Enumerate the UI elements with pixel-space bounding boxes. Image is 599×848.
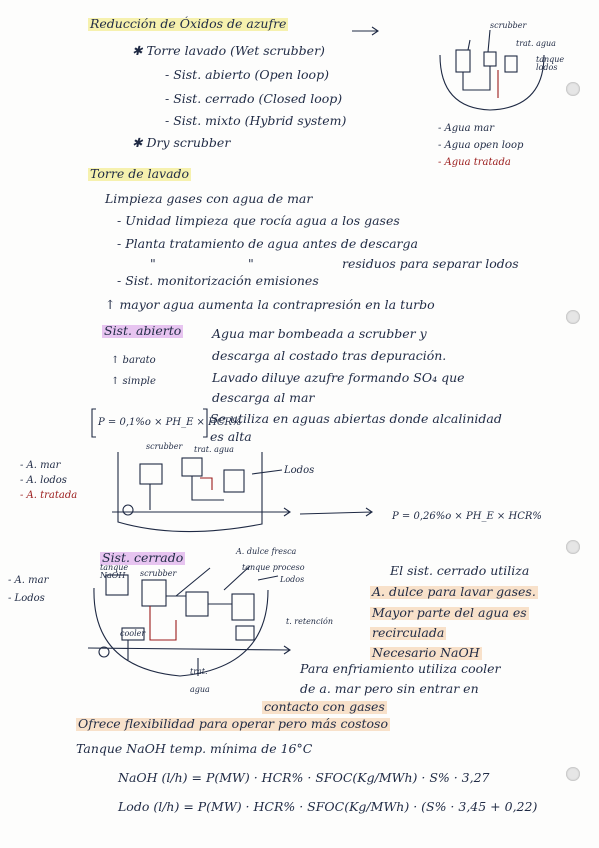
text-line: residuos para separar lodos: [342, 256, 519, 271]
pro-item: ↑ simple: [111, 376, 156, 387]
diagram-label: tanque lodos: [536, 55, 565, 72]
text-line: Limpieza gases con agua de mar: [105, 191, 313, 206]
text-line: Ofrece flexibilidad para operar pero más…: [76, 716, 390, 731]
legend-item: - Agua tratada: [438, 157, 511, 168]
binder-hole: [566, 540, 580, 554]
text-line: A. dulce para lavar gases.: [370, 584, 538, 599]
text-line: - Planta tratamiento de agua antes de de…: [117, 236, 418, 251]
text-line: Para enfriamiento utiliza cooler: [300, 661, 501, 676]
diagram-label: Lodos: [284, 465, 315, 476]
binder-hole: [566, 767, 580, 781]
formula: P = 0,1%o × PH_E × HCR%: [98, 417, 242, 428]
text-line: Tanque NaOH temp. mínima de 16°C: [76, 741, 313, 756]
diagram-label: trat. agua: [194, 445, 234, 454]
text-line: Agua mar bombeada a scrubber y: [212, 326, 427, 341]
ditto-mark: ": [150, 256, 156, 271]
text-line: Se utiliza en aguas abiertas donde alcal…: [210, 411, 502, 426]
legend-item: - A. mar: [8, 575, 49, 586]
diagram-label: scrubber: [146, 442, 183, 451]
list-item: ✱ Dry scrubber: [132, 135, 231, 150]
diagram-label: agua: [190, 685, 210, 694]
text-line: Lavado diluye azufre formando SO₄ que: [212, 370, 465, 385]
text-line: contacto con gases: [262, 699, 387, 714]
diagram-label: scrubber: [140, 569, 177, 578]
text-line: - Unidad limpieza que rocía agua a los g…: [117, 213, 400, 228]
diagram-label: trat. agua: [516, 39, 556, 48]
diagram-label: scrubber: [490, 21, 527, 30]
text-line: de a. mar pero sin entrar en: [300, 681, 479, 696]
legend-item: - A. lodos: [20, 475, 67, 486]
text-line: El sist. cerrado utiliza: [390, 563, 530, 578]
section-label: Sist. abierto: [102, 323, 184, 338]
diagram-label: t. retención: [286, 617, 333, 626]
binder-hole: [566, 82, 580, 96]
list-item: - Sist. abierto (Open loop): [165, 67, 329, 82]
formula: P = 0,26%o × PH_E × HCR%: [392, 511, 542, 522]
legend-item: - A. mar: [20, 460, 61, 471]
text-line: Necesario NaOH: [370, 645, 482, 660]
diagram-label: cooler: [120, 629, 146, 638]
text-line: descarga al mar: [212, 390, 315, 405]
diagram-label: tanque proceso: [242, 563, 305, 572]
binder-hole: [566, 310, 580, 324]
list-item: ✱ Torre lavado (Wet scrubber): [132, 43, 325, 58]
pro-item: ↑ barato: [111, 355, 156, 366]
diagram-label: tanque NaOH: [100, 563, 129, 580]
section-label: Sist. cerrado: [100, 550, 186, 565]
text-line: recirculada: [370, 625, 447, 640]
list-item: - Sist. cerrado (Closed loop): [165, 91, 343, 106]
text-line: es alta: [210, 429, 252, 444]
diagram-label: A. dulce fresca: [236, 547, 297, 556]
legend-item: - Agua open loop: [438, 140, 524, 151]
diagram-label: Lodos: [280, 575, 305, 584]
text-line: descarga al costado tras depuración.: [212, 348, 447, 363]
text-line: ↑ mayor agua aumenta la contrapresión en…: [105, 297, 435, 312]
legend-item: - A. tratada: [20, 490, 78, 501]
text-line: - Sist. monitorización emisiones: [117, 273, 319, 288]
text-line: Mayor parte del agua es: [370, 605, 529, 620]
section-title: Reducción de Óxidos de azufre: [88, 16, 289, 31]
diagram-label: trat.: [190, 667, 208, 676]
list-item: - Sist. mixto (Hybrid system): [165, 113, 347, 128]
equation: NaOH (l/h) = P(MW) · HCR% · SFOC(Kg/MWh)…: [118, 770, 490, 785]
equation: Lodo (l/h) = P(MW) · HCR% · SFOC(Kg/MWh)…: [118, 799, 538, 814]
section-title: Torre de lavado: [88, 166, 192, 181]
legend-item: - Lodos: [8, 593, 45, 604]
ditto-mark: ": [248, 256, 254, 271]
legend-item: - Agua mar: [438, 123, 494, 134]
